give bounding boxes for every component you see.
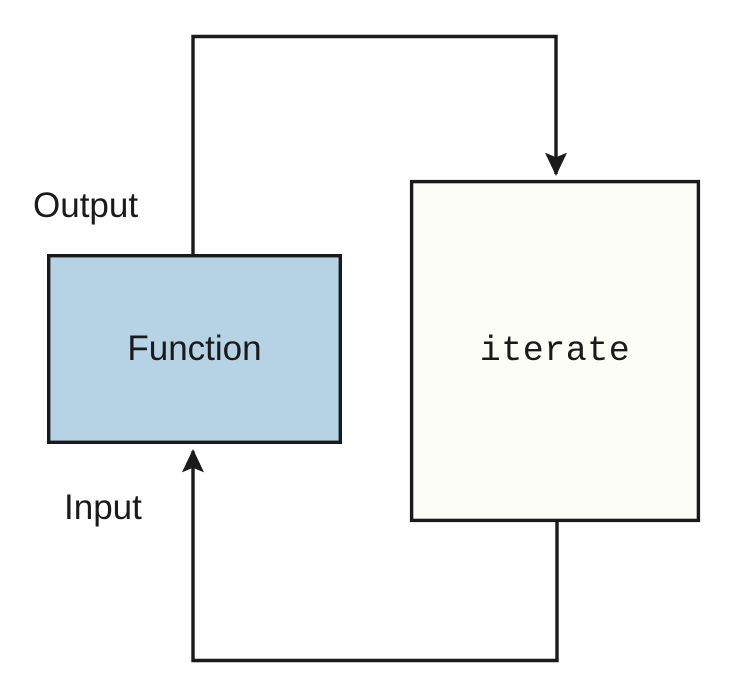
function-box-label: Function: [127, 329, 262, 368]
input-edge-label: Input: [64, 488, 142, 527]
iterate-box-label: iterate: [479, 331, 631, 371]
iterate-box[interactable]: [409, 179, 701, 523]
input-edge-path: [181, 448, 559, 663]
function-box[interactable]: [47, 253, 343, 445]
output-edge-label: Output: [33, 186, 139, 225]
output-edge-path: [191, 34, 568, 254]
